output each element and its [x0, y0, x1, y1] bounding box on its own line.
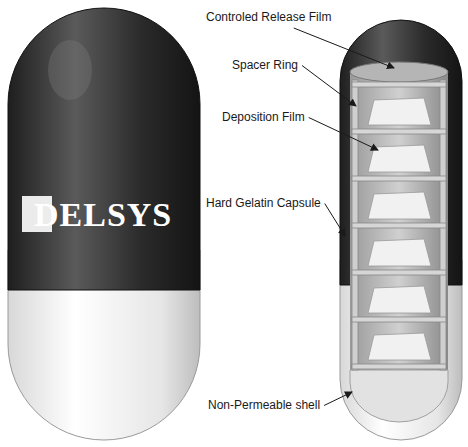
leader-line	[325, 204, 345, 237]
part-label: Deposition Film	[222, 110, 305, 125]
whole-capsule	[8, 8, 200, 440]
leader-line	[324, 392, 352, 406]
leader-line	[309, 118, 378, 151]
brand-logo: DELSYS	[34, 196, 172, 234]
part-label: Controled Release Film	[206, 10, 331, 25]
part-label: Non-Permeable shell	[208, 398, 320, 413]
cutaway-capsule	[340, 20, 462, 440]
part-label: Spacer Ring	[232, 58, 298, 73]
leader-line	[302, 66, 356, 107]
part-label: Hard Gelatin Capsule	[206, 196, 321, 211]
leader-line	[294, 28, 394, 68]
